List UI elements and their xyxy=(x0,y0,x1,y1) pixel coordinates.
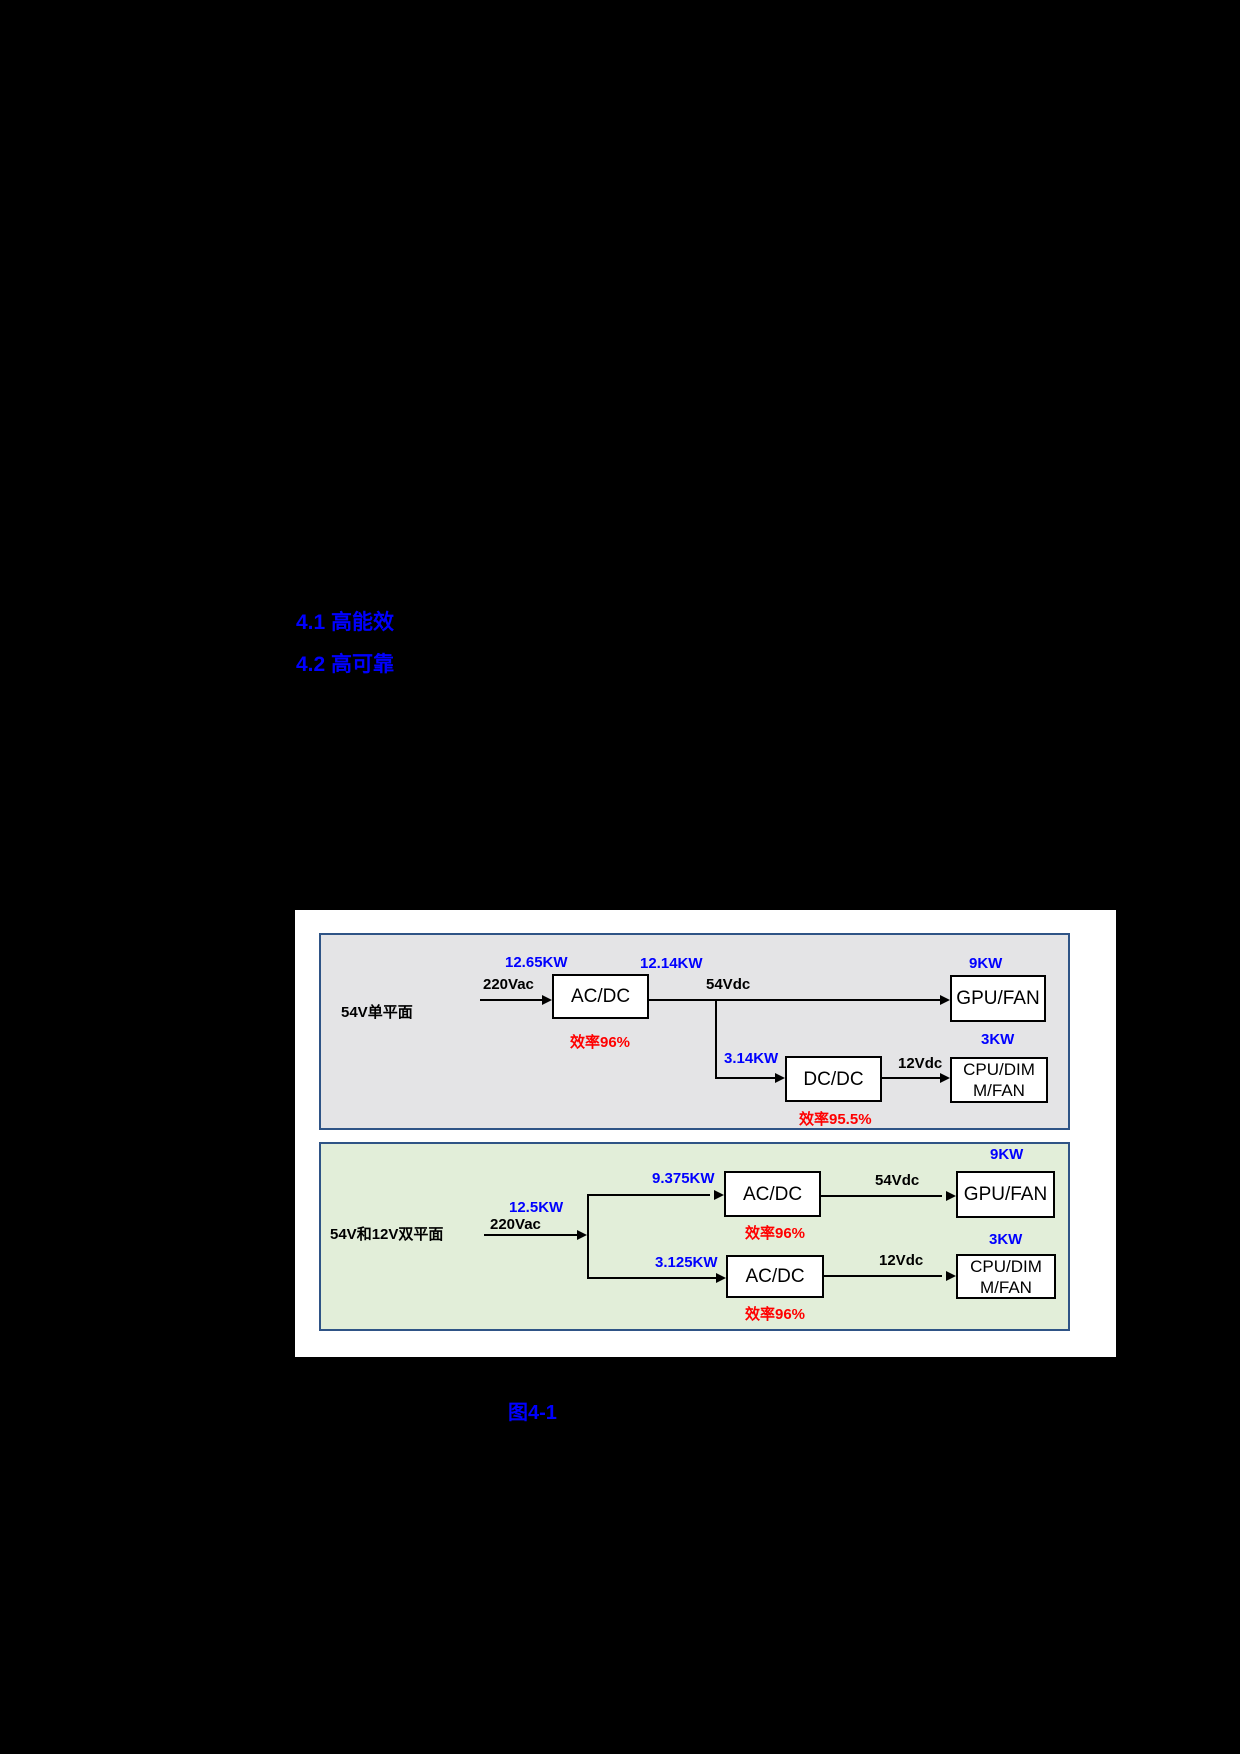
acdc-box-label: AC/DC xyxy=(570,986,631,1007)
branch12-cpu-dimm-fan-box-line2: M/FAN xyxy=(980,1277,1032,1297)
cpu-dimm-fan-box-line1: CPU/DIM xyxy=(963,1060,1035,1079)
arrowhead-branch54-acdc xyxy=(714,1190,724,1200)
arrow-line-branch54 xyxy=(587,1194,710,1196)
gpu-fan-box: GPU/FAN xyxy=(950,975,1046,1022)
branch54-power-label: 9.375KW xyxy=(652,1170,715,1187)
acdc-output-voltage-label: 54Vdc xyxy=(706,976,751,993)
acdc-efficiency-label: 效率96% xyxy=(570,1034,631,1051)
dcdc-box: DC/DC xyxy=(785,1056,882,1102)
arrowhead-branch54-gpu xyxy=(946,1191,956,1201)
branch54-load-power-label: 9KW xyxy=(990,1146,1024,1163)
arrowhead-branch12-acdc xyxy=(716,1273,726,1283)
branch54-voltage-label: 54Vdc xyxy=(875,1172,920,1189)
arrow-line-branch12 xyxy=(587,1277,716,1279)
figure-4-1: 54V单平面 12.65KW 220Vac AC/DC 效率96% 12.14K… xyxy=(295,910,1116,1357)
gpu-fan-box-label: GPU/FAN xyxy=(956,988,1040,1009)
cpu-dimm-fan-box-line2: M/FAN xyxy=(973,1081,1025,1100)
cpu-dimm-fan-box: CPU/DIM M/FAN xyxy=(950,1057,1048,1103)
branch54-acdc-box-label: AC/DC xyxy=(742,1183,803,1205)
branch12-power-label: 3.125KW xyxy=(655,1254,718,1271)
arrow-line-dual-input xyxy=(484,1234,577,1236)
arrow-line-dcdc xyxy=(715,1077,775,1079)
branch-down-line xyxy=(715,999,717,1079)
gpu-power-label: 9KW xyxy=(969,955,1003,972)
dcdc-box-label: DC/DC xyxy=(803,1068,864,1090)
branch12-cpu-dimm-fan-box-line1: CPU/DIM xyxy=(970,1256,1042,1276)
split-vertical-line xyxy=(587,1194,589,1279)
arrow-line-cpu xyxy=(882,1077,940,1079)
dcdc-output-voltage-label: 12Vdc xyxy=(898,1055,943,1072)
arrowhead-dual-input xyxy=(577,1230,587,1240)
branch12-cpu-dimm-fan-box: CPU/DIM M/FAN xyxy=(956,1254,1056,1299)
branch12-efficiency-label: 效率96% xyxy=(745,1306,806,1323)
arrowhead-gpu xyxy=(940,995,950,1005)
branch12-voltage-label: 12Vdc xyxy=(879,1252,924,1269)
dcdc-input-power-label: 3.14KW xyxy=(724,1050,779,1067)
acdc-box: AC/DC xyxy=(552,974,649,1019)
single-plane-panel: 54V单平面 12.65KW 220Vac AC/DC 效率96% 12.14K… xyxy=(319,933,1070,1130)
branch54-gpu-fan-box-label: GPU/FAN xyxy=(963,1184,1048,1205)
arrow-line-input xyxy=(480,999,543,1001)
arrow-line-54vdc xyxy=(649,999,940,1001)
arrow-line-branch12-cpu xyxy=(824,1275,942,1277)
branch54-efficiency-label: 效率96% xyxy=(745,1225,806,1242)
cpu-power-label: 3KW xyxy=(981,1031,1015,1048)
single-plane-label: 54V单平面 xyxy=(341,1004,413,1021)
dual-plane-label: 54V和12V双平面 xyxy=(330,1226,444,1243)
acdc-output-power-label: 12.14KW xyxy=(640,955,703,972)
single-input-power-label: 12.65KW xyxy=(505,954,568,971)
dual-input-power-label: 12.5KW xyxy=(509,1199,564,1216)
arrowhead-dcdc xyxy=(775,1073,785,1083)
arrowhead-input xyxy=(542,995,552,1005)
branch12-acdc-box-label: AC/DC xyxy=(745,1266,805,1287)
branch54-acdc-box: AC/DC xyxy=(724,1171,821,1217)
arrowhead-cpu xyxy=(940,1073,950,1083)
branch12-acdc-box: AC/DC xyxy=(726,1255,824,1298)
arrow-line-branch54-gpu xyxy=(821,1195,942,1197)
dual-input-voltage-label: 220Vac xyxy=(490,1216,541,1233)
branch12-load-power-label: 3KW xyxy=(989,1231,1023,1248)
dual-plane-panel: 54V和12V双平面 12.5KW 220Vac 9.375KW AC/DC 效… xyxy=(319,1142,1070,1331)
branch54-gpu-fan-box: GPU/FAN xyxy=(956,1171,1055,1218)
arrowhead-branch12-cpu xyxy=(946,1271,956,1281)
section-heading-4-1: 4.1 高能效 xyxy=(296,611,395,634)
dcdc-efficiency-label: 效率95.5% xyxy=(799,1111,872,1128)
section-heading-4-2: 4.2 高可靠 xyxy=(296,653,395,676)
figure-caption: 图4-1 xyxy=(508,1402,557,1424)
single-input-voltage-label: 220Vac xyxy=(483,976,534,993)
